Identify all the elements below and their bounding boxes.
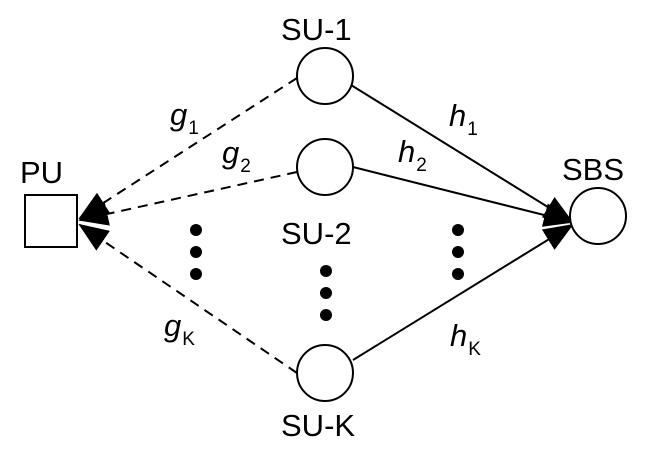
sbs-label: SBS [562, 152, 624, 187]
channel-label-h1: h1 [449, 98, 478, 140]
channel-g2-var: g [222, 135, 239, 170]
channel-h1-sub: 1 [467, 119, 478, 140]
pu-label: PU [20, 155, 63, 190]
su2-node [296, 138, 354, 196]
link-su1-sbs [350, 84, 574, 224]
channel-hk-var: h [450, 318, 467, 353]
link-su1-pu [78, 77, 298, 220]
su1-label: SU-1 [281, 12, 352, 47]
link-su2-pu [78, 171, 298, 226]
channel-g2-sub: 2 [240, 156, 251, 177]
channel-gk-sub: K [182, 329, 195, 350]
ellipsis-dots-left [190, 224, 202, 280]
channel-h2-sub: 2 [416, 155, 427, 176]
channel-g1-var: g [170, 97, 187, 132]
su2-label: SU-2 [281, 216, 352, 251]
channel-g1-sub: 1 [188, 118, 199, 139]
ellipsis-dots-center [320, 265, 332, 321]
channel-h2-var: h [398, 134, 415, 169]
sbs-node [569, 187, 627, 245]
channel-label-gk: gK [164, 308, 195, 350]
link-suk-sbs [352, 223, 574, 361]
channel-label-hk: hK [450, 318, 481, 360]
channel-label-g1: g1 [170, 97, 199, 139]
channel-hk-sub: K [468, 339, 481, 360]
channel-label-g2: g2 [222, 135, 251, 177]
suk-label: SU-K [281, 408, 355, 443]
channel-h1-var: h [449, 98, 466, 133]
link-suk-pu [78, 223, 298, 374]
suk-node [296, 344, 354, 402]
channel-label-h2: h2 [398, 134, 427, 176]
channel-gk-var: g [164, 308, 181, 343]
link-su2-sbs [352, 166, 574, 227]
su1-node [296, 47, 354, 105]
pu-node [24, 194, 78, 248]
ellipsis-dots-right [452, 224, 464, 280]
